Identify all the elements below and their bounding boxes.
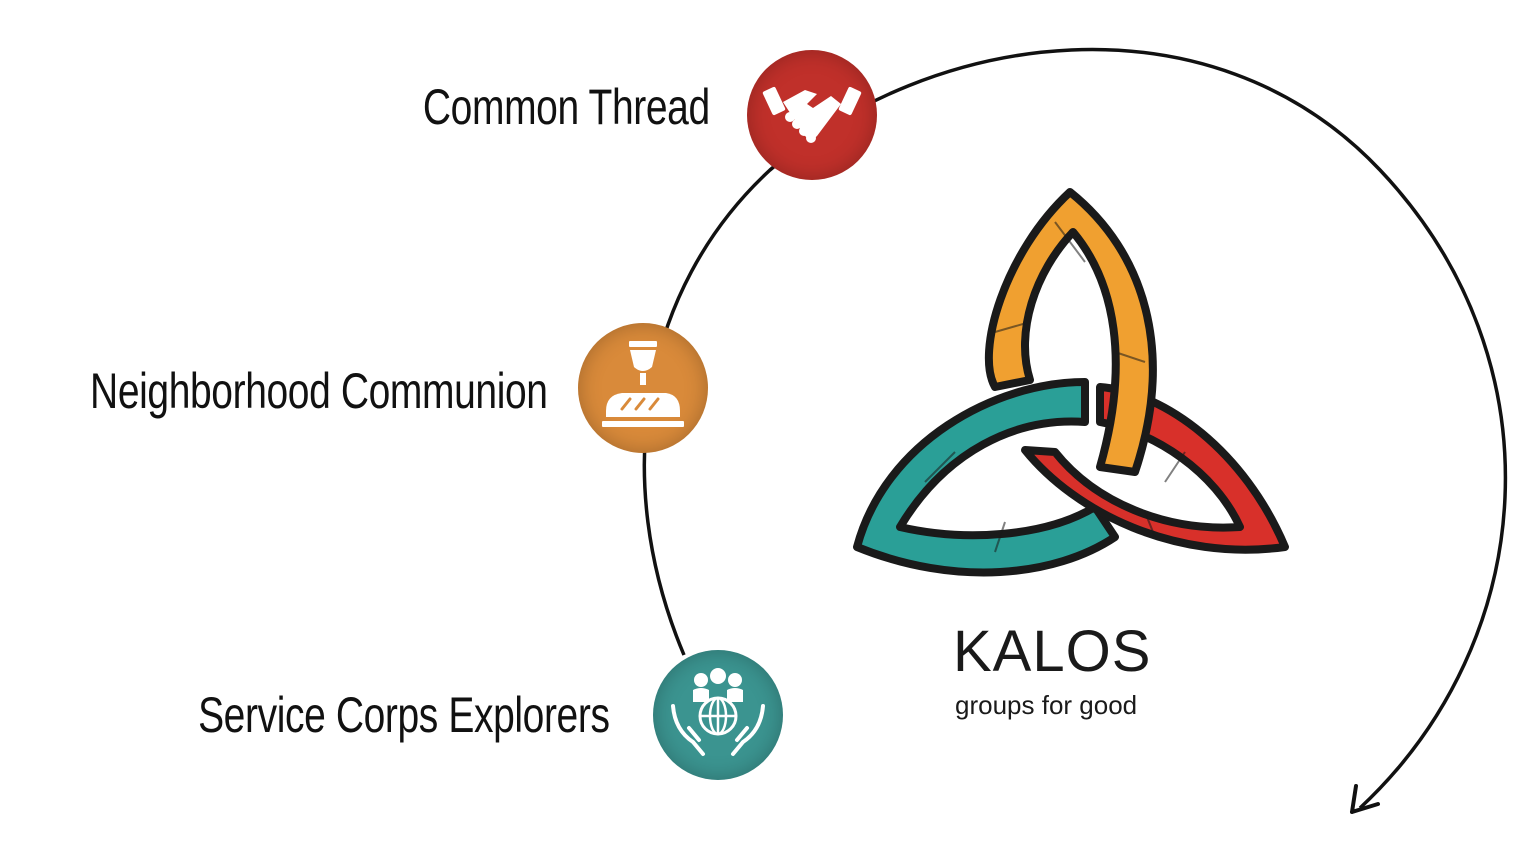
logo-orange-petal: [984, 188, 1157, 476]
program-label-common-thread: Common Thread: [423, 79, 710, 135]
hands-globe-people-icon: [671, 668, 765, 756]
badge-common-thread: [747, 50, 877, 180]
program-label-service-corps-explorers: Service Corps Explorers: [198, 687, 611, 743]
brand-name: KALOS: [953, 619, 1152, 684]
badge-service-corps-explorers: [653, 650, 783, 780]
brand-tagline: groups for good: [955, 690, 1138, 720]
kalos-trinity-logo: [853, 188, 1289, 577]
arrowhead-icon: [1350, 784, 1380, 814]
program-label-neighborhood-communion: Neighborhood Communion: [90, 363, 548, 419]
handshake-icon: [762, 86, 862, 143]
chalice-bread-icon: [602, 341, 684, 427]
badge-neighborhood-communion: [578, 323, 708, 453]
logo-teal-petal: [853, 378, 1119, 577]
